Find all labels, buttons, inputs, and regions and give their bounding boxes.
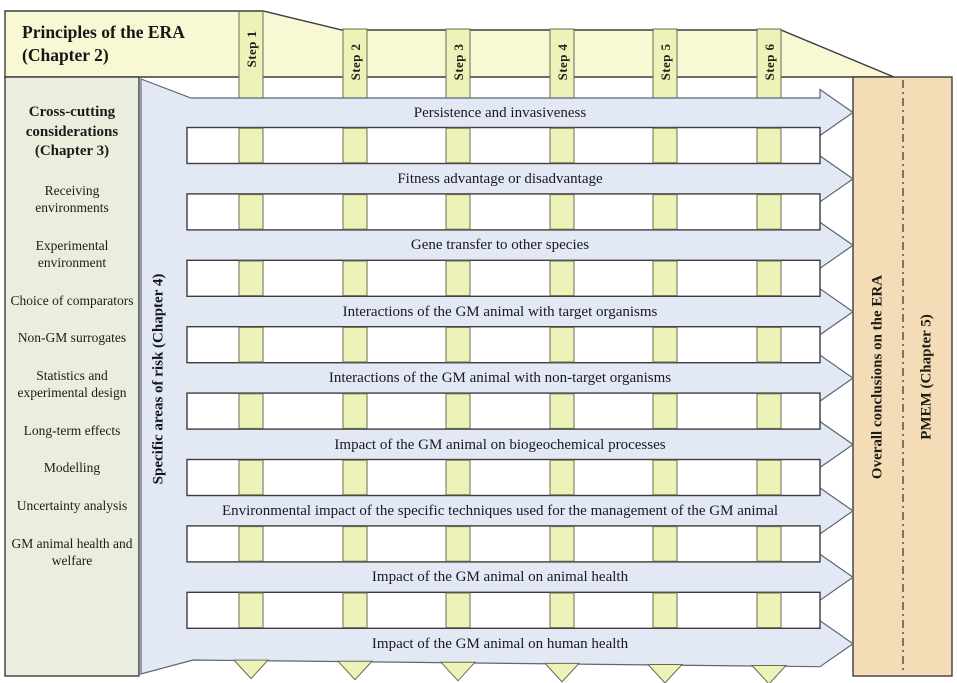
arrow-label: Impact of the GM animal on human health [371,635,629,652]
arrow-label: Fitness advantage or disadvantage [397,170,603,187]
step-chevron [232,659,270,680]
arrow-label: Interactions of the GM animal with targe… [342,303,658,320]
step-cell [756,260,782,297]
step-cell [238,194,264,230]
sidebar-item: GM animal health and welfare [11,535,133,569]
step-cell [342,127,368,164]
matrix-row [186,591,821,629]
pmem-label: PMEM (Chapter 5) [918,314,935,440]
arrow-label: Interactions of the GM animal with non-t… [328,370,672,387]
step-cell [549,260,575,297]
step-cell [445,127,471,164]
sidebar-item: Choice of comparators [10,292,134,308]
step-cell [342,459,368,496]
step-cell [549,326,575,363]
step-cell [756,526,782,562]
step-cell [342,194,368,230]
step-cell [652,260,678,297]
step-cell [652,592,678,629]
step-chevron [646,664,684,683]
step-cell [342,592,368,629]
step-cell [238,326,264,363]
step-cell [652,194,678,230]
overall-conclusions-label: Overall conclusions on the ERA [869,274,886,480]
matrix-row [186,326,821,364]
step-cell [756,393,782,429]
step-cell [549,194,575,230]
step-cell [756,592,782,629]
step-chevron [439,661,477,682]
arrow-label: Persistence and invasiveness [413,104,587,121]
step-cell [238,260,264,297]
step-cell [445,526,471,562]
step-cell [549,526,575,562]
step-cell [445,194,471,230]
step-cell [342,393,368,429]
step-cell [549,127,575,164]
step-cell [445,592,471,629]
sidebar-item: Statistics and experimental design [17,367,127,401]
sidebar-item: Non-GM surrogates [17,330,127,346]
sidebar: Cross-cutting considerations (Chapter 3)… [6,77,138,676]
step-cell [238,526,264,562]
step-cell [652,127,678,164]
step-cell [652,526,678,562]
step-cell [756,326,782,363]
matrix-row [186,126,821,165]
step-cell [445,459,471,496]
matrix-row [186,525,821,563]
step-cell [549,459,575,496]
step-cell [445,260,471,297]
step-cell [238,592,264,629]
step-cell [445,393,471,429]
step-cell [652,393,678,429]
step-cell [238,459,264,496]
arrow-label: Gene transfer to other species [410,237,590,254]
matrix-row [186,458,821,497]
matrix-row [186,392,821,430]
step-chevron [750,665,788,683]
sidebar-item: Uncertainty analysis [16,497,128,513]
sidebar-item: Receiving environments [35,182,109,216]
arrow-label: Impact of the GM animal on biogeochemica… [334,436,666,453]
sidebar-item: Experimental environment [35,237,109,271]
step-chevron [543,662,581,683]
step-cell [756,194,782,230]
matrix-row [186,193,821,231]
step-cell [238,127,264,164]
sidebar-item: Long-term effects [23,422,121,438]
step-cell [238,393,264,429]
step-cell [342,260,368,297]
step-cell [652,326,678,363]
matrix-row [186,259,821,297]
sidebar-item: Modelling [43,460,101,476]
step-cell [652,459,678,496]
sidebar-title: Cross-cutting considerations (Chapter 3) [25,104,119,159]
arrow-label: Impact of the GM animal on animal health [371,569,629,586]
step-cell [549,393,575,429]
step-cell [342,326,368,363]
step-chevron [336,660,374,681]
step-cell [756,459,782,496]
step-cell [756,127,782,164]
banner-title: Principles of the ERA (Chapter 2) [22,22,184,66]
cross-cutting-panel [4,76,140,677]
step-cell [342,526,368,562]
step-cell [445,326,471,363]
step-cell [549,592,575,629]
arrow-label: Environmental impact of the specific tec… [221,502,779,519]
